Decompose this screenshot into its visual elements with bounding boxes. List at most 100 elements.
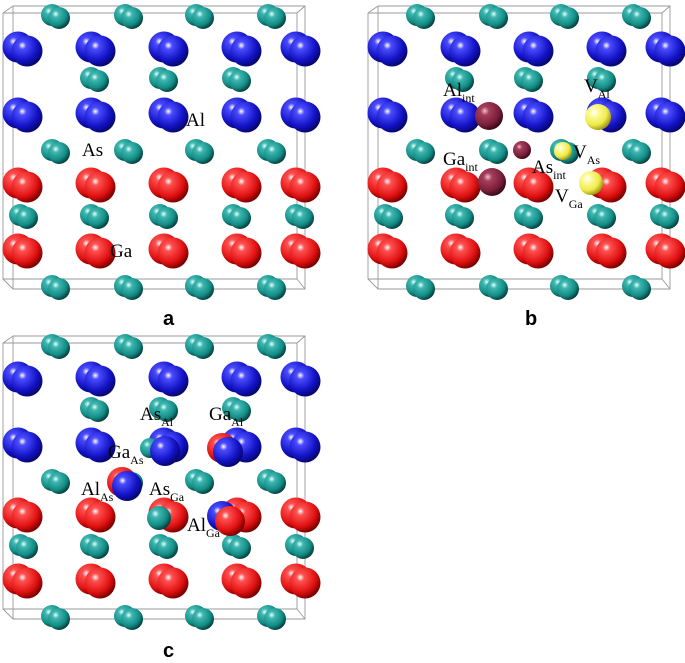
- cell-edge: [2, 335, 14, 344]
- as-atom: [413, 7, 435, 29]
- as-atom: [121, 7, 143, 29]
- as-atom: [48, 337, 70, 359]
- as-atom: [264, 608, 286, 630]
- al-atom: [84, 365, 116, 397]
- al-atom: [289, 35, 321, 67]
- al-atom: [213, 437, 243, 467]
- cell-edge: [2, 608, 14, 620]
- label-al: Al: [186, 110, 205, 131]
- al-atom: [289, 431, 321, 463]
- as-atom: [521, 207, 543, 229]
- cell-edge: [296, 5, 306, 14]
- as-atom: [192, 472, 214, 494]
- as-atom: [521, 70, 543, 92]
- as-atom: [192, 142, 214, 164]
- label-as-al: AsAl: [140, 404, 174, 429]
- as-atom: [156, 400, 178, 422]
- ga-atom: [289, 501, 321, 533]
- al-atom: [84, 431, 116, 463]
- panel-b: [367, 4, 685, 300]
- ga-atom: [11, 237, 43, 269]
- label-as: As: [82, 140, 103, 161]
- ga-atom: [289, 237, 321, 269]
- label-ga-al: GaAl: [209, 404, 244, 429]
- as-atom: [156, 70, 178, 92]
- ga-atom: [84, 501, 116, 533]
- as-atom: [192, 7, 214, 29]
- label-ga-int: Gaint: [443, 149, 478, 174]
- ga-atom: [230, 567, 262, 599]
- as-atom: [629, 7, 651, 29]
- as-atom: [264, 142, 286, 164]
- al-atom: [289, 365, 321, 397]
- label-al-ga: AlGa: [187, 515, 221, 540]
- al-atom: [376, 35, 408, 67]
- ga-atom: [157, 567, 189, 599]
- ga-atom: [84, 237, 116, 269]
- label-al-as: AlAs: [81, 479, 114, 504]
- as-atom: [229, 537, 251, 559]
- label-al-int: Alint: [443, 80, 475, 105]
- as-atom: [292, 537, 314, 559]
- as-atom: [121, 142, 143, 164]
- ga-atom: [230, 171, 262, 203]
- ga-atom: [654, 237, 685, 269]
- as-on-ga-antisite: [147, 506, 171, 530]
- as-atom: [48, 142, 70, 164]
- as-atom: [629, 278, 651, 300]
- panel-c: [2, 334, 321, 630]
- as-atom: [486, 7, 508, 29]
- panel-b-letter: b: [525, 308, 537, 330]
- as-atom: [229, 70, 251, 92]
- ga-atom: [157, 171, 189, 203]
- as-atom: [486, 278, 508, 300]
- cell-edge: [2, 278, 14, 290]
- as-atom: [48, 278, 70, 300]
- ga-atom: [522, 171, 554, 203]
- al-atom: [449, 35, 481, 67]
- ga-atom: [11, 501, 43, 533]
- as-atom: [192, 278, 214, 300]
- as-atom: [48, 608, 70, 630]
- as-atom: [121, 278, 143, 300]
- al-atom: [595, 35, 627, 67]
- as-atom: [486, 142, 508, 164]
- ga-atom: [157, 237, 189, 269]
- panel-a: [2, 4, 321, 300]
- as-atom: [413, 142, 435, 164]
- al-atom: [157, 101, 189, 133]
- ga-atom: [522, 237, 554, 269]
- label-as-ga: AsGa: [149, 479, 185, 504]
- as-atom: [87, 207, 109, 229]
- ga-atom: [376, 237, 408, 269]
- as-atom: [229, 207, 251, 229]
- as-atom: [121, 337, 143, 359]
- as-atom: [87, 70, 109, 92]
- as-atom: [87, 400, 109, 422]
- label-as-int: Asint: [532, 157, 566, 182]
- al-atom: [157, 35, 189, 67]
- cell-edge: [296, 608, 306, 620]
- as-vacancy: [554, 142, 572, 160]
- ga-atom: [84, 567, 116, 599]
- ga-atom: [449, 171, 481, 203]
- label-ga: Ga: [110, 241, 133, 262]
- as-atom: [413, 278, 435, 300]
- as-atom: [156, 207, 178, 229]
- as-atom: [452, 207, 474, 229]
- cell-edge: [661, 5, 671, 14]
- ga-atom: [595, 237, 627, 269]
- ga-atom: [230, 237, 262, 269]
- al-atom: [654, 101, 685, 133]
- al-atom: [449, 101, 481, 133]
- cell-edge: [2, 5, 14, 14]
- ga-atom: [376, 171, 408, 203]
- as-atom: [452, 70, 474, 92]
- al-atom: [157, 365, 189, 397]
- label-ga-as: GaAs: [108, 442, 144, 467]
- ga-on-as-antisite: [150, 436, 180, 466]
- ga-vacancy: [579, 171, 603, 195]
- as-atom: [192, 337, 214, 359]
- al-atom: [230, 101, 262, 133]
